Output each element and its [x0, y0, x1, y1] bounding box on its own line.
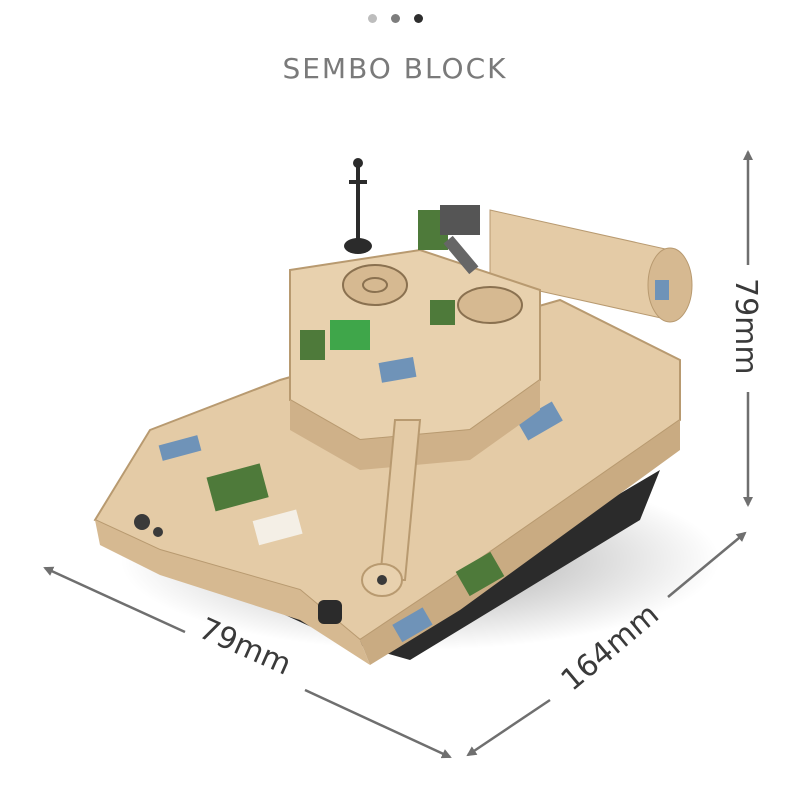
hull-front — [95, 520, 370, 665]
brand-title: SEMBO BLOCK — [282, 52, 508, 85]
carousel-indicator — [0, 14, 790, 23]
main-gun-barrel — [378, 419, 422, 581]
hatch — [342, 264, 408, 306]
antenna — [344, 158, 372, 254]
camo-patch — [252, 509, 303, 546]
headlight — [134, 514, 150, 530]
fuel-drum — [489, 209, 693, 323]
machine-gun — [418, 205, 480, 275]
camo-patch — [455, 551, 505, 597]
carousel-dot-2[interactable] — [390, 14, 400, 23]
camo-patch — [378, 357, 417, 383]
tank-model — [93, 158, 693, 665]
hull-side — [360, 420, 680, 665]
camo-patch — [158, 435, 202, 461]
carousel-dot-3-active[interactable] — [413, 14, 423, 23]
front-grille — [318, 600, 342, 624]
camo-patch — [206, 463, 269, 512]
camo-patch — [430, 300, 455, 325]
hatch — [457, 286, 523, 324]
camo-patch — [517, 401, 563, 441]
carousel-dot-1[interactable] — [367, 14, 377, 23]
green-stud — [330, 320, 370, 350]
camo-patch — [300, 330, 325, 360]
height-dimension: 79mm — [728, 150, 763, 507]
height-label: 79mm — [728, 278, 763, 375]
camo-patch — [392, 607, 433, 643]
turret-front — [290, 380, 540, 470]
